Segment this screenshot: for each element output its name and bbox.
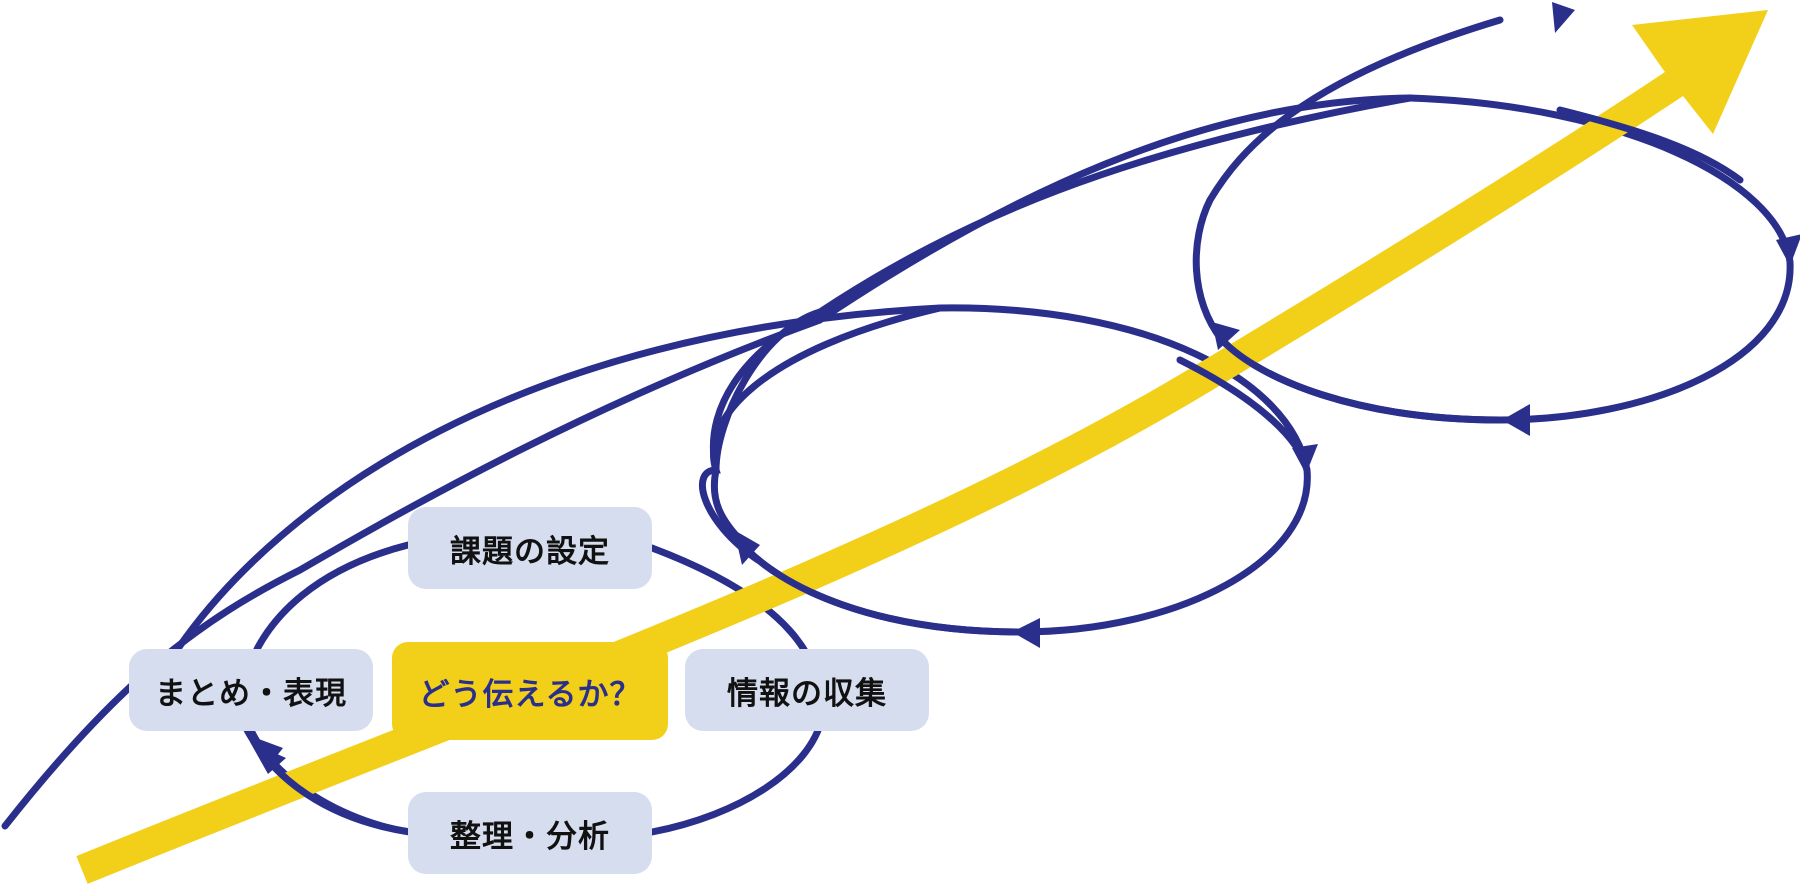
node-task-setting: 課題の設定: [408, 507, 652, 589]
node-label: 情報の収集: [727, 675, 887, 712]
node-label: 整理・分析: [450, 818, 610, 855]
center-question: どう伝えるか？: [392, 642, 668, 740]
outer-arc-1b: [173, 304, 944, 654]
arrowhead-loop3-left: [1212, 322, 1240, 350]
center-label: どう伝えるか？: [418, 676, 642, 713]
arrowhead-loop2-left: [734, 530, 760, 565]
node-summary-expression: まとめ・表現: [129, 649, 373, 731]
arrowhead-loop2-bottom: [1012, 618, 1040, 648]
arrowhead-loop2-right: [1292, 444, 1318, 474]
loop-2-overlay: [734, 536, 1024, 636]
loop-3-top-overlay: [1556, 106, 1744, 184]
loop-3-left-overlay: [1218, 336, 1504, 424]
arrowheads: [250, 2, 1800, 774]
arrowhead-loop1-left-main: [250, 742, 286, 774]
node-label: まとめ・表現: [155, 675, 347, 712]
growth-arrow-icon: [76, 10, 1768, 884]
arrowhead-loop3-bottom: [1502, 404, 1530, 436]
outer-arc-2b: [819, 94, 1414, 322]
arrowhead-exit: [1552, 2, 1575, 33]
node-info-gathering: 情報の収集: [685, 649, 929, 731]
node-label: 課題の設定: [450, 533, 610, 570]
loop-1-bottom-left-overlay: [238, 716, 414, 836]
outer-arc-2: [712, 94, 1414, 474]
arrowhead-loop3-right: [1776, 234, 1800, 266]
outer-arc-1: [1, 316, 824, 830]
node-organize-analyze: 整理・分析: [408, 792, 652, 874]
